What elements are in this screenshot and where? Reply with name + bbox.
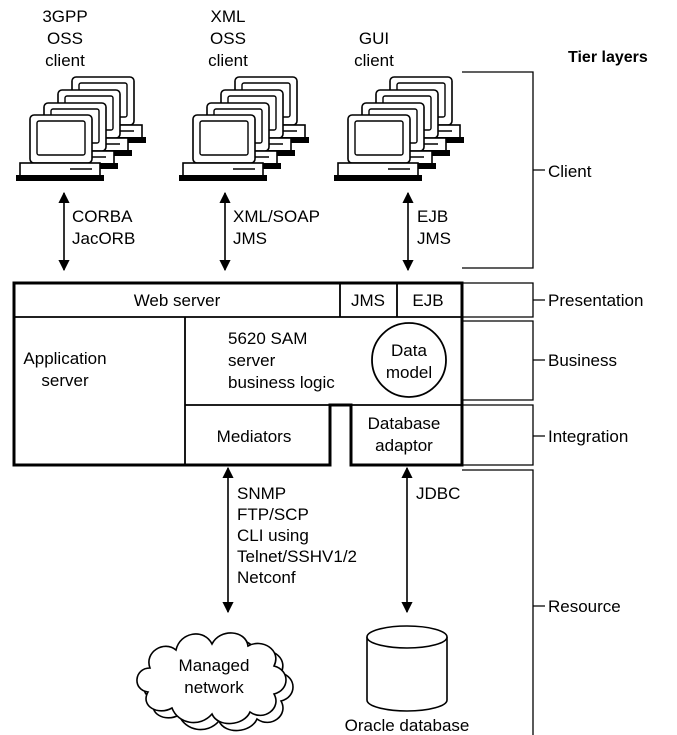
tier-resource-label: Resource [548,597,621,616]
tier-presentation-label: Presentation [548,291,643,310]
client-3gpp-line1: 3GPP [42,7,87,26]
computer-icon [15,76,147,182]
database-icon [366,625,448,712]
app-server-line1: Application [23,349,106,368]
ejb-label: EJB [412,291,443,310]
client-xml-line2: OSS [210,29,246,48]
sam-line2: server [228,351,276,370]
protocol-jacorb: JacORB [72,229,135,248]
app-server-line2: server [41,371,89,390]
server-block: Web server JMS EJB Application server 56… [12,281,464,467]
db-adaptor-line2: adaptor [375,436,433,455]
protocol-jdbc: JDBC [416,484,460,503]
tier-business: Business [462,320,617,401]
client-xml-line3: client [208,51,248,70]
data-model-line2: model [386,363,432,382]
tier-integration: Integration [462,404,628,466]
client-xml-line1: XML [211,7,246,26]
mediators-label: Mediators [217,427,292,446]
network-line1: Managed [179,656,250,675]
protocol-xml-soap: XML/SOAP [233,207,320,226]
client-3gpp-line3: client [45,51,85,70]
tier-business-label: Business [548,351,617,370]
tier-client-label: Client [548,162,592,181]
protocol-telnet-ssh: Telnet/SSHV1/2 [237,547,357,566]
jms-label: JMS [351,291,385,310]
data-model-line1: Data [391,341,427,360]
protocol-netconf: Netconf [237,568,296,587]
client-gui-line1: GUI [359,29,389,48]
tier-resource: Resource [462,469,621,735]
protocol-jms-gui: JMS [417,229,451,248]
tier-layers: Tier layers Client Presentation Business… [462,49,648,735]
data-model-circle [371,322,447,398]
protocol-ftp-scp: FTP/SCP [237,505,309,524]
tier-integration-label: Integration [548,427,628,446]
client-3gpp-line2: OSS [47,29,83,48]
protocol-ejb: EJB [417,207,448,226]
protocol-cli: CLI using [237,526,309,545]
protocol-corba: CORBA [72,207,133,226]
client-group-3gpp: 3GPP OSS client [15,7,147,182]
protocol-jms: JMS [233,229,267,248]
network-line2: network [184,678,244,697]
oracle-database-label: Oracle database [345,716,470,735]
client-gui-line2: client [354,51,394,70]
tier-layers-title: Tier layers [568,49,648,66]
tier-presentation: Presentation [462,282,643,318]
protocol-snmp: SNMP [237,484,286,503]
client-group-xml: XML OSS client [178,7,310,182]
db-adaptor-line1: Database [368,414,441,433]
sam-line1: 5620 SAM [228,329,307,348]
computer-icon [333,76,465,182]
sam-line3: business logic [228,373,335,392]
web-server-label: Web server [134,291,221,310]
computer-icon [178,76,310,182]
cloud-icon [136,632,294,732]
client-group-gui: GUI client [333,29,465,182]
tier-client: Client [462,71,592,269]
